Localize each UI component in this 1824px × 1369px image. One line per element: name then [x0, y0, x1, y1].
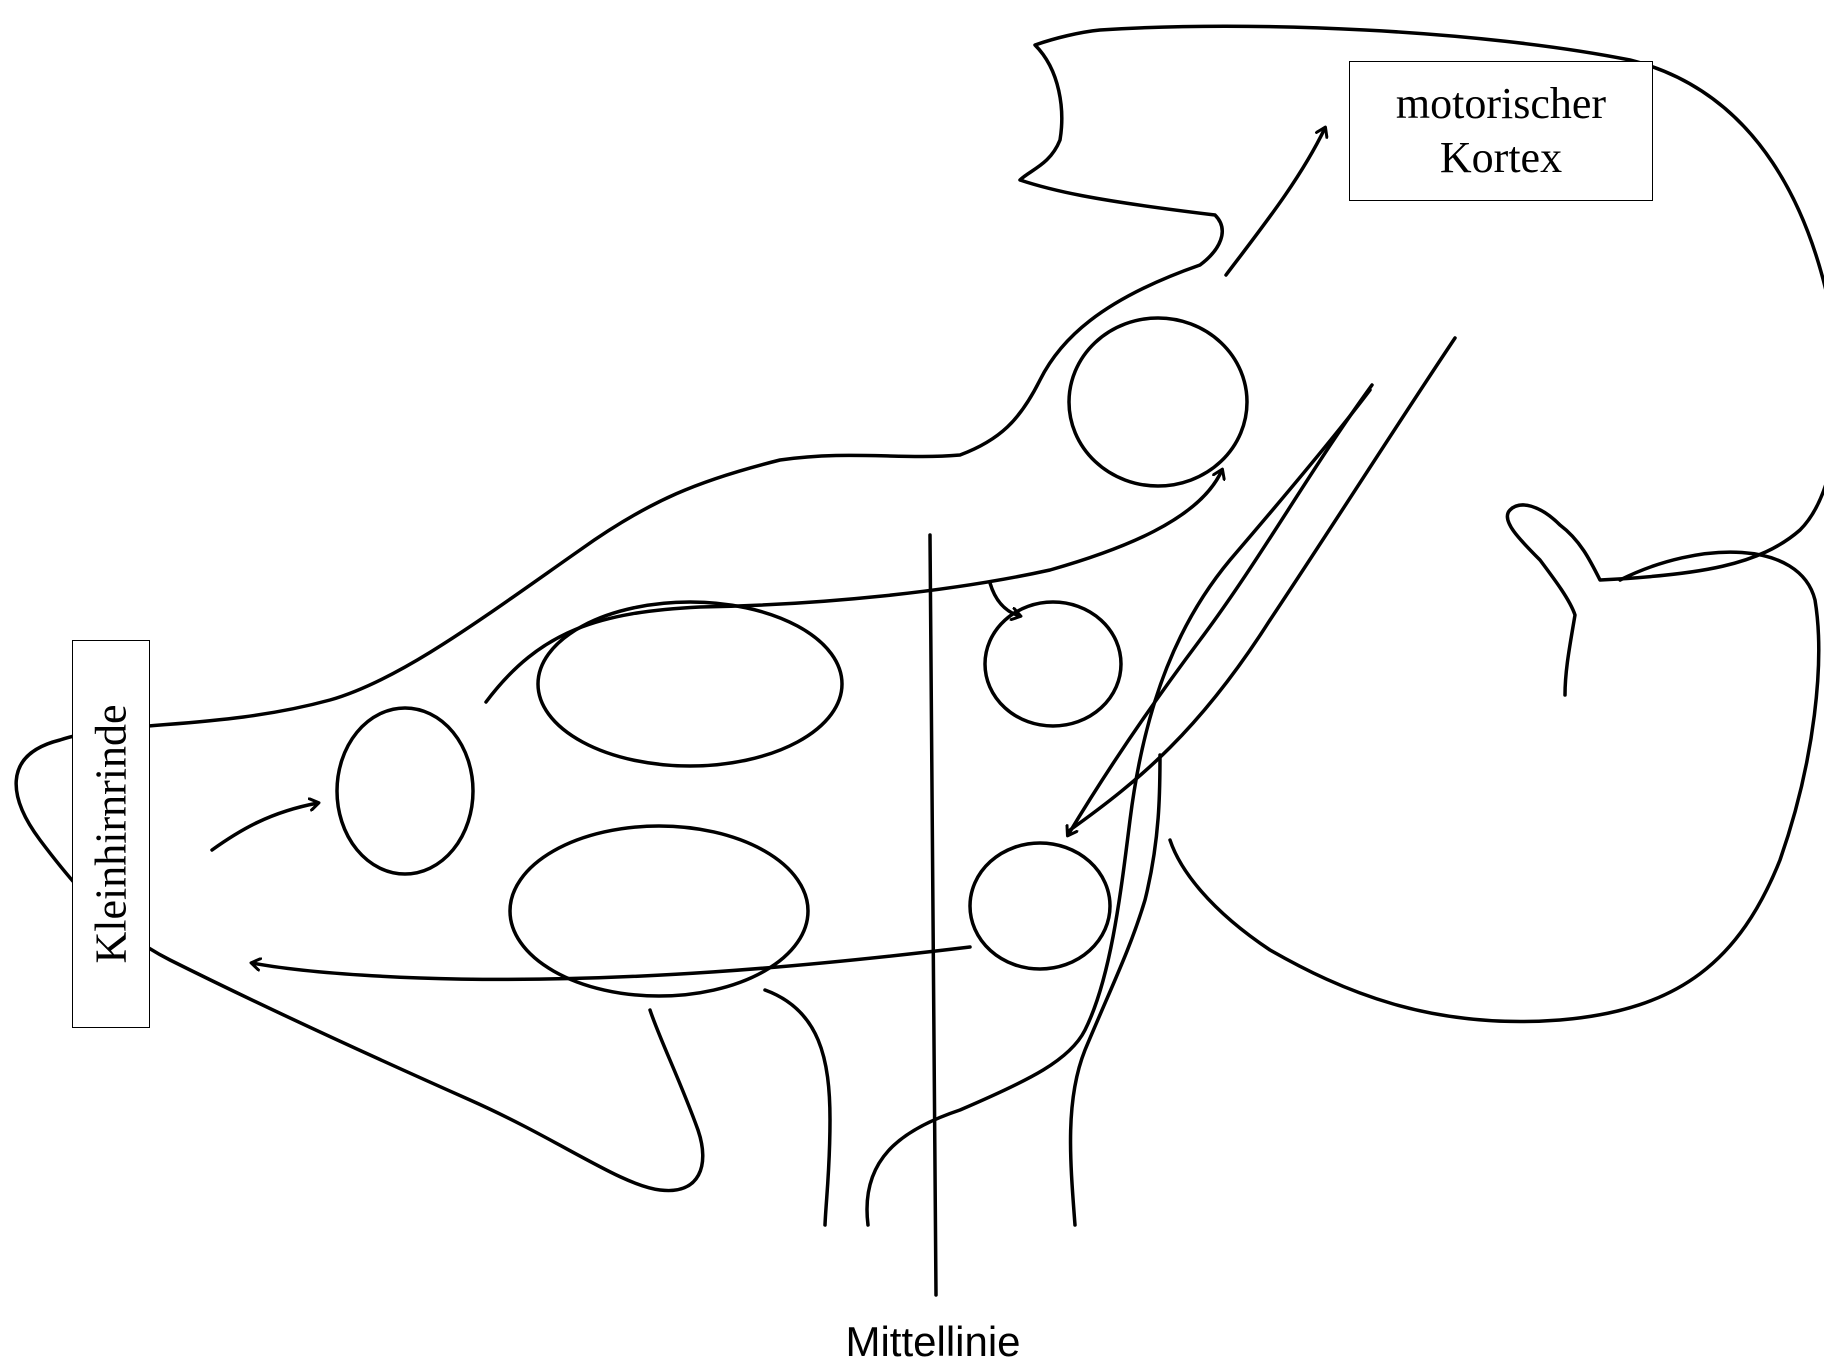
tract-right-inner — [1071, 755, 1160, 1225]
motor-cortex-label-line1: motorischer — [1396, 77, 1606, 131]
midline-label: Mittellinie — [0, 1318, 1824, 1366]
motor-cortex-label-box: motorischer Kortex — [1349, 61, 1653, 201]
tract-right-outer — [1070, 338, 1455, 830]
motor-cortex-label-line2: Kortex — [1440, 131, 1562, 185]
nucleus-thalamus — [1069, 318, 1247, 486]
nucleus-pons-lower — [970, 843, 1110, 969]
tract-curve-to-midline — [867, 390, 1370, 1225]
nucleus-dentate-small — [337, 708, 473, 874]
hemisphere-outline — [1507, 370, 1824, 695]
arrow-to-dentate — [212, 803, 318, 850]
arrow-dentate-to-thalamus — [486, 470, 1222, 702]
nucleus-pons-upper — [985, 602, 1121, 726]
nucleus-large-lower — [510, 826, 808, 996]
cerebellar-cortex-label-box: Kleinhirnrinde — [72, 640, 150, 1028]
arrow-to-pons-lower — [1068, 385, 1372, 835]
cerebellar-cortex-label: Kleinhirnrinde — [86, 704, 137, 963]
arrow-to-motor-cortex — [1226, 128, 1325, 275]
tract-left-pair — [765, 990, 830, 1225]
midline-line — [930, 535, 936, 1295]
arrow-back-to-cortex — [252, 947, 970, 979]
